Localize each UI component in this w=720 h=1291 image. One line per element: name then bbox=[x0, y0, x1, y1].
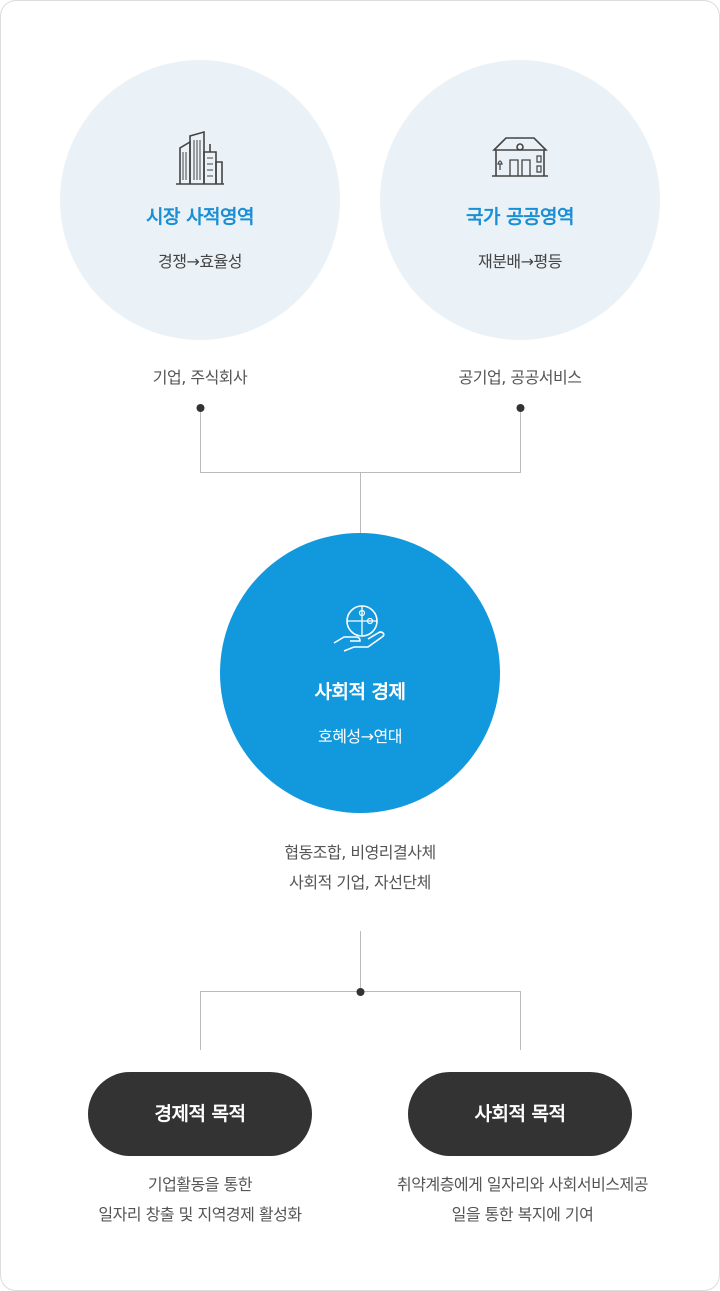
market-title: 시장 사적영역 bbox=[146, 206, 255, 228]
public-title: 국가 공공영역 bbox=[466, 206, 575, 228]
branch-dot bbox=[356, 988, 365, 996]
social-goal-caption-line2: 일을 통한 복지에 기여 bbox=[451, 1205, 594, 1224]
top-connector bbox=[200, 408, 521, 533]
social-goal-caption-line1: 취약계층에게 일자리와 사회서비스제공 bbox=[397, 1175, 648, 1194]
social-caption-line1: 협동조합, 비영리결사체 bbox=[284, 843, 436, 862]
economic-goal-caption-line1: 기업활동을 통한 bbox=[147, 1175, 253, 1194]
social-goal-pill: 사회적 목적 bbox=[408, 1072, 632, 1156]
market-dot bbox=[196, 404, 205, 412]
public-caption: 공기업, 공공서비스 bbox=[458, 368, 582, 387]
social-economy-circle: 사회적 경제 호혜성→연대 bbox=[220, 533, 500, 813]
public-sector-circle: 국가 공공영역 재분배→평등 bbox=[380, 60, 660, 340]
social-goal-caption: 취약계층에게 일자리와 사회서비스제공 일을 통한 복지에 기여 bbox=[355, 1170, 690, 1230]
social-title: 사회적 경제 bbox=[314, 681, 406, 703]
buildings-icon bbox=[176, 130, 224, 185]
social-subtitle: 호혜성→연대 bbox=[317, 727, 403, 746]
social-caption-line2: 사회적 기업, 자선단체 bbox=[289, 873, 431, 892]
market-subtitle: 경쟁→효율성 bbox=[157, 252, 243, 271]
economic-goal-pill: 경제적 목적 bbox=[88, 1072, 312, 1156]
social-caption: 협동조합, 비영리결사체 사회적 기업, 자선단체 bbox=[180, 838, 540, 898]
public-dot bbox=[516, 404, 525, 412]
economic-goal-caption: 기업활동을 통한 일자리 창출 및 지역경제 활성화 bbox=[40, 1170, 360, 1230]
puzzle-hand-icon bbox=[333, 605, 385, 652]
public-subtitle: 재분배→평등 bbox=[477, 252, 563, 271]
market-sector-circle: 시장 사적영역 경쟁→효율성 bbox=[60, 60, 340, 340]
market-caption: 기업, 주식회사 bbox=[152, 368, 248, 387]
house-icon bbox=[492, 137, 548, 177]
economic-goal-caption-line2: 일자리 창출 및 지역경제 활성화 bbox=[98, 1205, 302, 1224]
